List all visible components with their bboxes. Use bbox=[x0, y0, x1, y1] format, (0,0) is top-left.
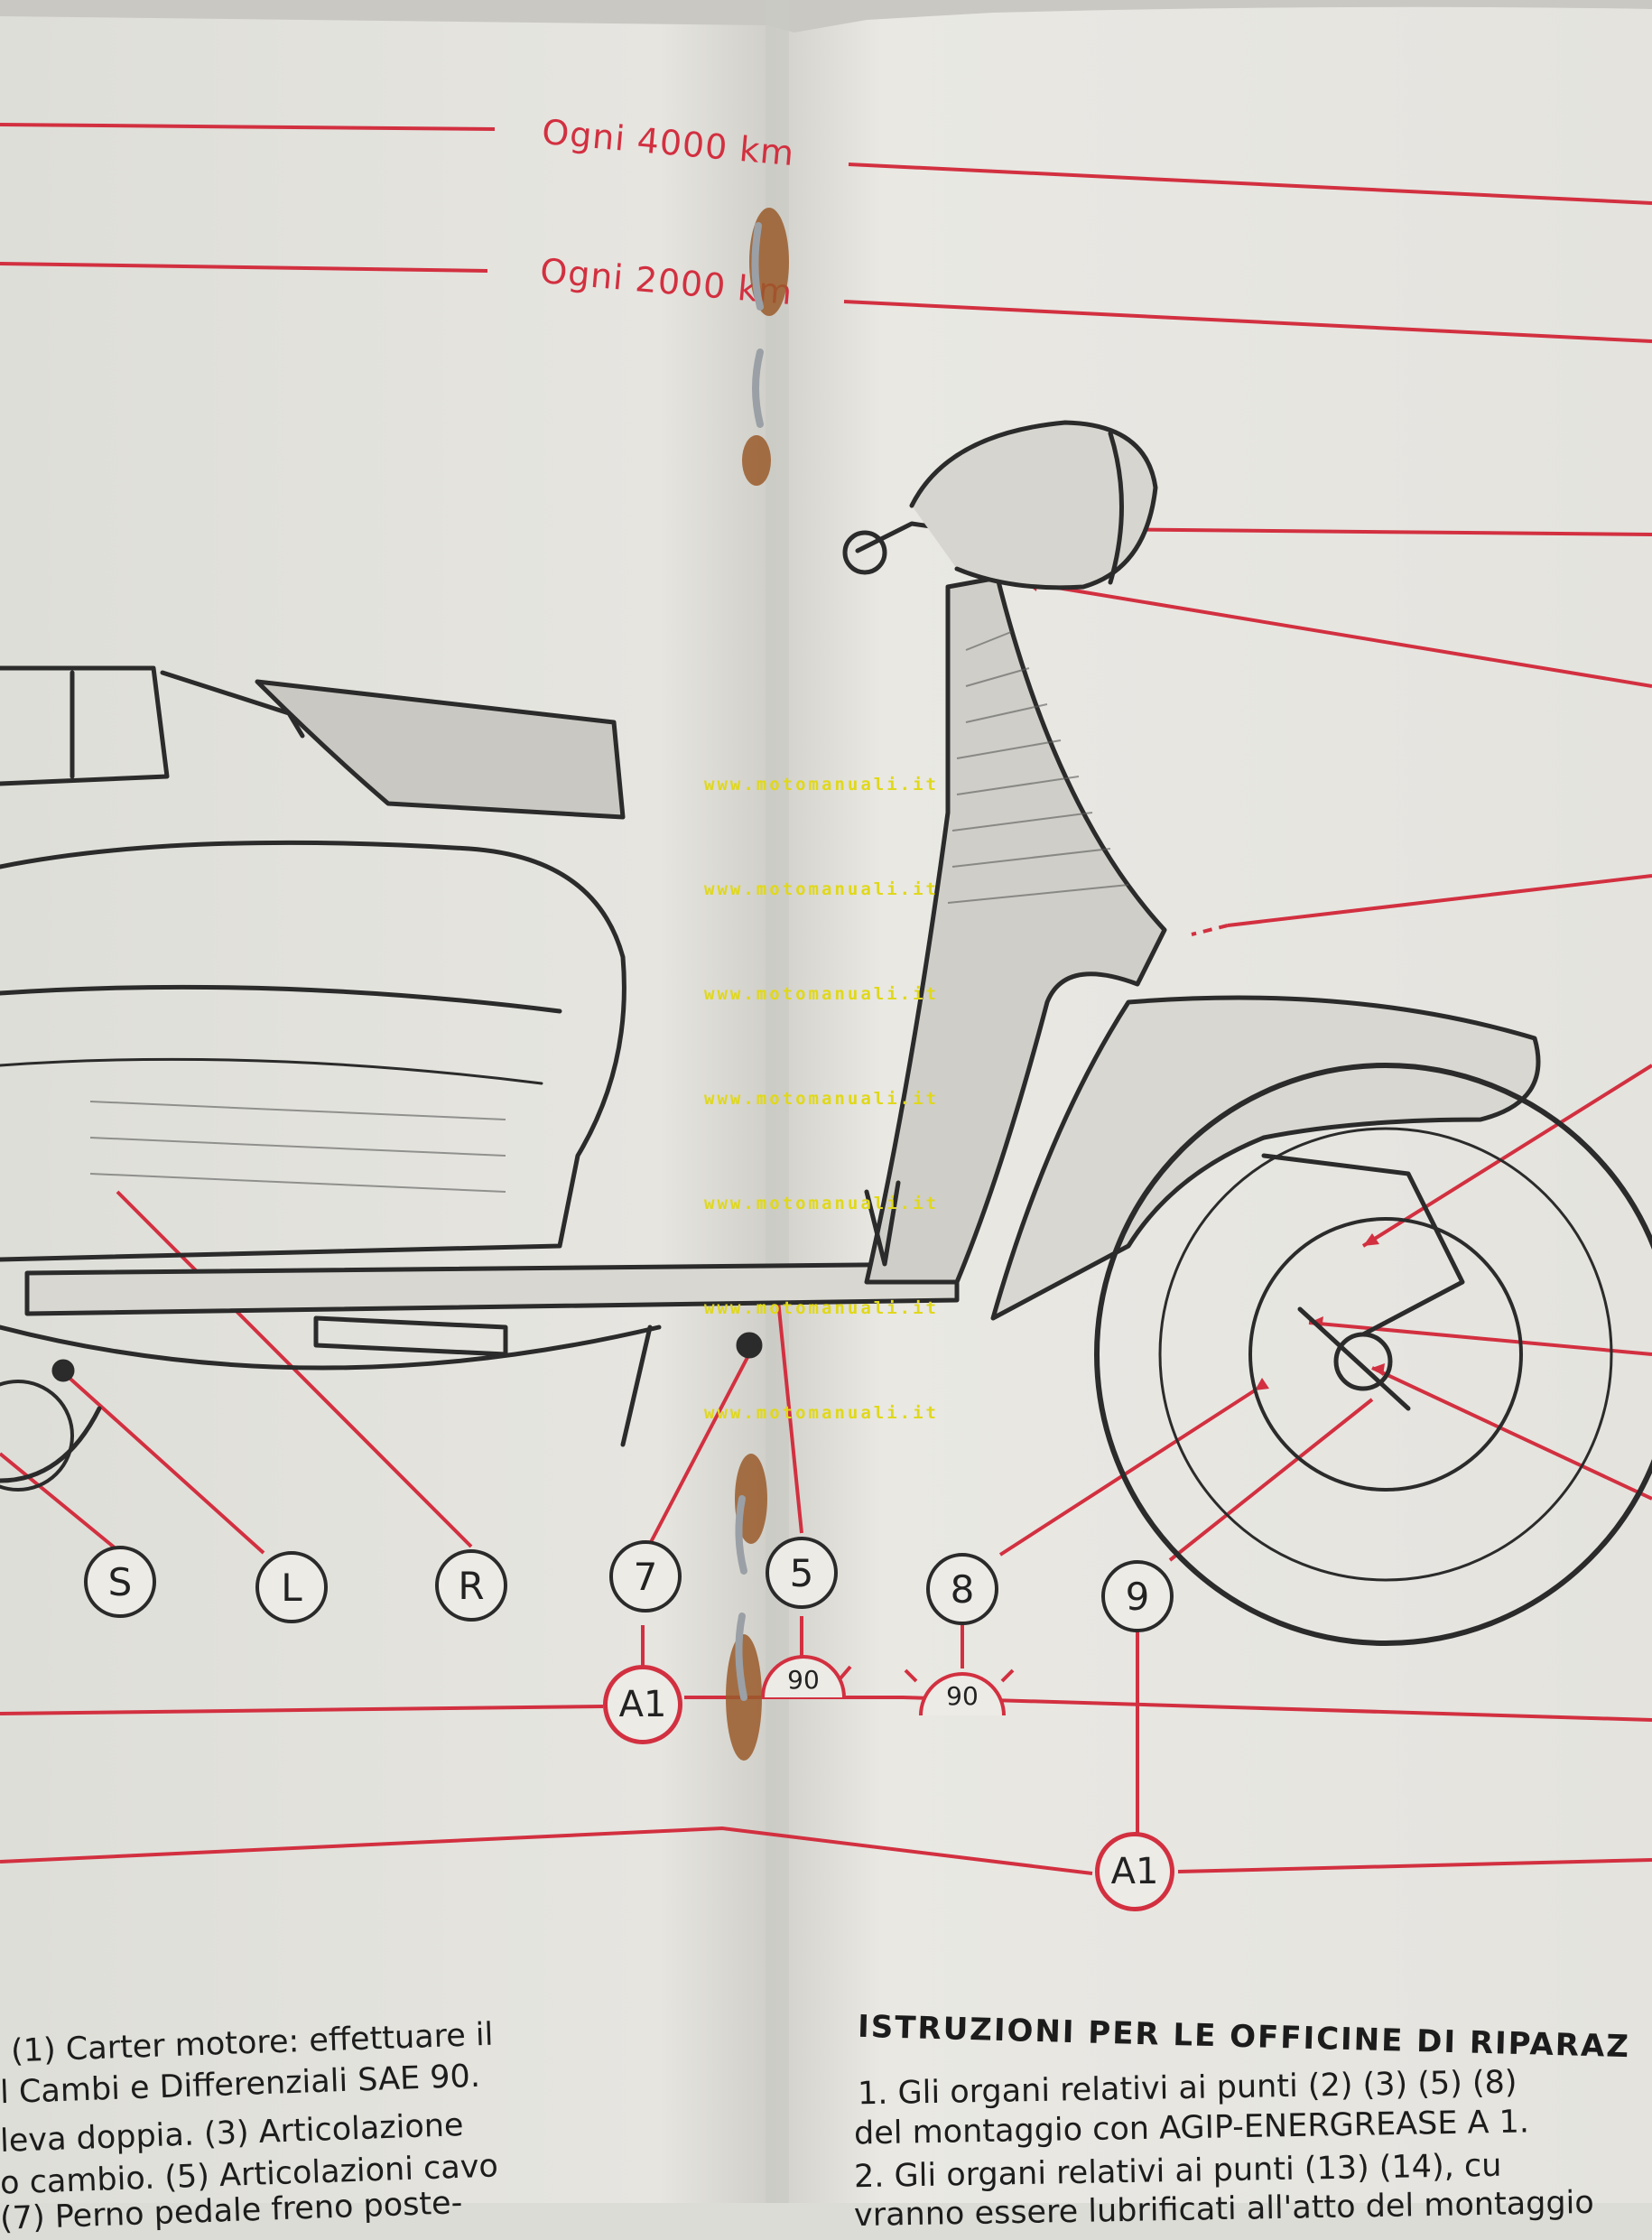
callout-7: 7 bbox=[609, 1540, 682, 1613]
callout-5: 5 bbox=[766, 1537, 838, 1609]
callout-8: 8 bbox=[926, 1553, 998, 1625]
watermark-3: www.motomanuali.it bbox=[704, 984, 939, 1004]
callout-r: R bbox=[435, 1549, 507, 1622]
watermark-5: www.motomanuali.it bbox=[704, 1194, 939, 1213]
callout-9: 9 bbox=[1101, 1560, 1174, 1632]
watermark-6: www.motomanuali.it bbox=[704, 1298, 939, 1318]
callout-a1-left: A1 bbox=[603, 1665, 682, 1744]
callout-s: S bbox=[84, 1546, 156, 1618]
gear-badge-90-left: 90 bbox=[787, 1665, 820, 1695]
gear-badge-90-right: 90 bbox=[946, 1681, 979, 1711]
watermark-2: www.motomanuali.it bbox=[704, 879, 939, 899]
watermark-4: www.motomanuali.it bbox=[704, 1089, 939, 1109]
callout-a1-right: A1 bbox=[1095, 1832, 1174, 1911]
watermark-7: www.motomanuali.it bbox=[704, 1403, 939, 1423]
callout-l: L bbox=[255, 1551, 328, 1623]
watermark-1: www.motomanuali.it bbox=[704, 775, 939, 795]
